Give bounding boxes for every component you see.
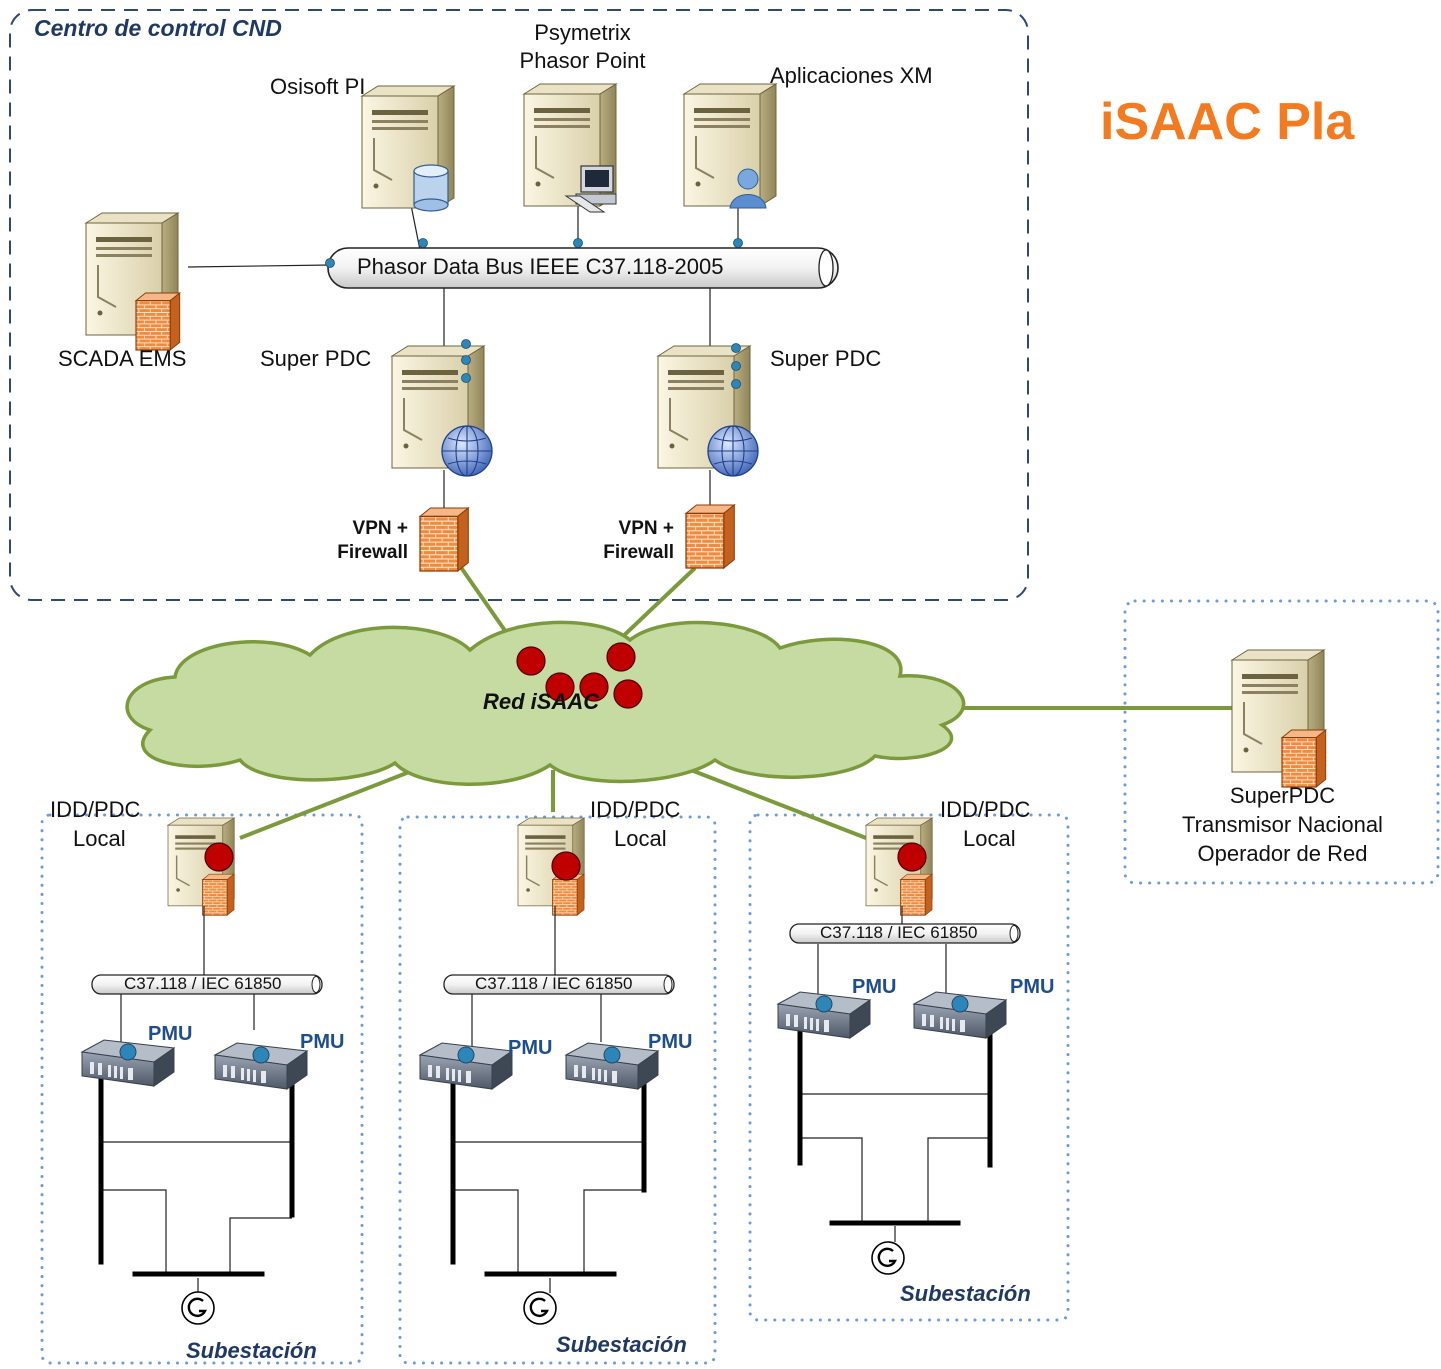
phasor-bus-label: Phasor Data Bus IEEE C37.118-2005 bbox=[357, 254, 724, 279]
pmu-device-icon bbox=[419, 1042, 513, 1090]
database-icon bbox=[413, 164, 449, 212]
idd-pdc-label-line1: IDD/PDC bbox=[590, 797, 681, 822]
control-center-label: Centro de control CND bbox=[34, 15, 282, 41]
pmu-label: PMU bbox=[1010, 976, 1055, 998]
firewall-right-label-line2: Firewall bbox=[603, 542, 674, 563]
substation-bus bbox=[443, 974, 675, 995]
idd-pdc-label-line2: Local bbox=[614, 826, 667, 851]
server-icon bbox=[683, 83, 777, 207]
pmu-device-icon bbox=[777, 991, 871, 1039]
super-pdc-left-label: Super PDC bbox=[260, 346, 372, 371]
idd-pdc-label-line1: IDD/PDC bbox=[50, 797, 141, 822]
scada-server bbox=[85, 212, 181, 351]
super-pdc-right-server bbox=[657, 343, 759, 477]
globe-icon bbox=[441, 425, 493, 477]
globe-icon bbox=[707, 425, 759, 477]
network-nodes bbox=[516, 642, 643, 709]
firewall-icon bbox=[135, 292, 181, 351]
substation-bus-label: C37.118 / IEC 61850 bbox=[475, 974, 633, 993]
super-pdc-left-server bbox=[391, 339, 493, 477]
phasor-data-bus bbox=[325, 238, 839, 289]
substation-label: Subestación bbox=[556, 1332, 687, 1357]
idd-pdc-label-line1: IDD/PDC bbox=[940, 797, 1031, 822]
substation-label: Subestación bbox=[186, 1338, 317, 1363]
firewall-icon bbox=[685, 504, 735, 569]
substation-frame-1 bbox=[40, 813, 364, 1365]
substation-bus-label: C37.118 / IEC 61850 bbox=[124, 974, 282, 993]
firewall-icon bbox=[1281, 729, 1327, 788]
psymetrix-label-line2: Phasor Point bbox=[519, 48, 646, 73]
pmu-label: PMU bbox=[148, 1023, 193, 1045]
pmu-label: PMU bbox=[300, 1031, 345, 1053]
remote-label-line3: Operador de Red bbox=[1197, 841, 1368, 866]
idd-pdc-label-line2: Local bbox=[73, 826, 126, 851]
substation-bus-label: C37.118 / IEC 61850 bbox=[820, 923, 978, 942]
aplicaciones-server bbox=[683, 83, 777, 209]
pmu-device-icon bbox=[214, 1042, 308, 1090]
control-center-frame bbox=[9, 9, 1029, 601]
pmu-label: PMU bbox=[852, 976, 897, 998]
substation-bus bbox=[91, 974, 323, 995]
generator-icon bbox=[522, 1290, 558, 1326]
substation-label: Subestación bbox=[900, 1281, 1031, 1306]
generator-icon bbox=[870, 1240, 906, 1276]
pmu-device-icon bbox=[565, 1042, 659, 1090]
substation-bus bbox=[789, 923, 1021, 944]
aplicaciones-label: Aplicaciones XM bbox=[770, 63, 933, 88]
psymetrix-label-line1: Psymetrix bbox=[534, 20, 631, 45]
osisoft-server bbox=[361, 85, 455, 212]
pmu-device-icon bbox=[81, 1039, 175, 1087]
firewall-icon bbox=[900, 873, 933, 916]
osisoft-label: Osisoft PI bbox=[270, 74, 366, 99]
firewall-right-label-line1: VPN + bbox=[618, 518, 674, 539]
substation-1 bbox=[81, 817, 323, 1326]
generator-icon bbox=[180, 1290, 216, 1326]
substation-2 bbox=[419, 817, 675, 1326]
idd-pdc-label-line2: Local bbox=[963, 826, 1016, 851]
workstation-icon bbox=[564, 165, 617, 213]
firewall-icon bbox=[202, 873, 235, 916]
super-pdc-right-label: Super PDC bbox=[770, 346, 882, 371]
remote-label-line2: Transmisor Nacional bbox=[1182, 812, 1383, 837]
firewall-left-label-line1: VPN + bbox=[352, 518, 408, 539]
scada-label: SCADA EMS bbox=[58, 346, 187, 371]
pmu-device-icon bbox=[913, 991, 1007, 1039]
firewall-left-label-line2: Firewall bbox=[337, 542, 408, 563]
page-title: iSAAC Pla bbox=[1100, 93, 1355, 151]
pmu-label: PMU bbox=[648, 1031, 693, 1053]
pmu-label: PMU bbox=[508, 1037, 553, 1059]
cloud-icon bbox=[125, 620, 966, 786]
user-icon bbox=[729, 168, 767, 209]
substation-frame-3 bbox=[748, 813, 1070, 1322]
psymetrix-server bbox=[523, 83, 617, 213]
remote-frame bbox=[1123, 599, 1440, 885]
network-label: Red iSAAC bbox=[483, 689, 600, 714]
substation-3 bbox=[777, 817, 1021, 1276]
firewall-icon bbox=[419, 507, 469, 572]
remote-label-line1: SuperPDC bbox=[1229, 783, 1336, 808]
remote-superpdc-server bbox=[1231, 649, 1327, 788]
